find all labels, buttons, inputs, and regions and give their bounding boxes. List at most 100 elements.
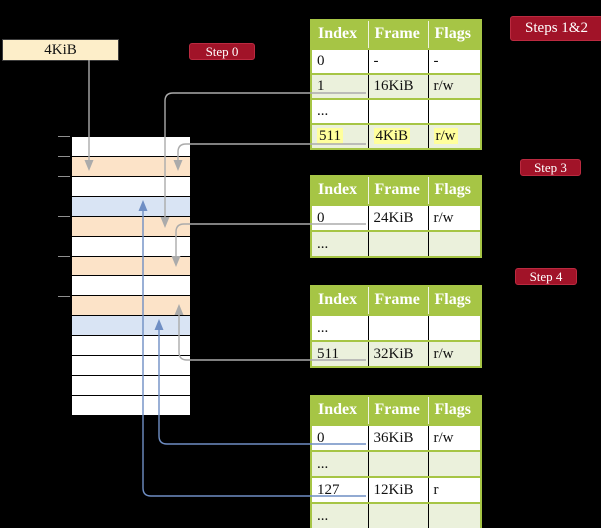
memory-tick xyxy=(58,156,70,157)
column-header-index: Index xyxy=(311,396,369,426)
table-cell: r/w xyxy=(427,123,482,150)
table-cell: ... xyxy=(310,450,369,478)
table-cell: - xyxy=(427,48,482,75)
memory-tick xyxy=(58,136,70,137)
table-row: ... xyxy=(310,230,482,258)
table-cell xyxy=(367,314,429,342)
table-cell: 511 xyxy=(310,123,369,150)
memory-frame-row-peach xyxy=(72,256,190,277)
memory-frame-row-white xyxy=(72,276,190,297)
badge-steps-1-2-label: Steps 1&2 xyxy=(525,20,588,36)
frame-size-label: 4KiB xyxy=(44,41,77,58)
table-cell xyxy=(427,230,482,258)
column-header-frame: Frame xyxy=(368,20,429,50)
badge-step-0: Step 0 xyxy=(189,43,255,60)
table-row: 511 4KiB r/w xyxy=(310,123,482,150)
physical-memory-strip xyxy=(71,136,191,416)
table-cell xyxy=(367,450,429,478)
table-cell: 32KiB xyxy=(367,340,429,368)
memory-frame-row-white xyxy=(72,236,190,257)
memory-tick xyxy=(58,296,70,297)
table-row: 0-- xyxy=(310,48,482,75)
column-header-frame: Frame xyxy=(368,396,429,426)
table-cell: r/w xyxy=(427,424,482,452)
table-cell xyxy=(367,502,429,528)
memory-frame-row-peach xyxy=(72,216,190,237)
badge-step-0-label: Step 0 xyxy=(205,44,239,59)
table-cell: ... xyxy=(310,314,369,342)
table-cell: 16KiB xyxy=(367,73,429,100)
memory-frame-row-peach xyxy=(72,296,190,317)
table-cell: - xyxy=(367,48,429,75)
highlighted-value: 511 xyxy=(317,128,343,144)
badge-steps-1-2: Steps 1&2 xyxy=(510,16,601,41)
table-cell: r/w xyxy=(427,204,482,232)
table-cell: ... xyxy=(310,502,369,528)
badge-step-4: Step 4 xyxy=(515,268,577,285)
memory-frame-row-white xyxy=(72,395,190,415)
column-header-frame: Frame xyxy=(368,176,429,206)
column-header-flags: Flags xyxy=(428,20,481,50)
table-cell xyxy=(427,98,482,125)
column-header-flags: Flags xyxy=(428,176,481,206)
table-cell: 24KiB xyxy=(367,204,429,232)
badge-step-3: Step 3 xyxy=(520,159,581,176)
table-cell: 36KiB xyxy=(367,424,429,452)
table-cell: 0 xyxy=(310,424,369,452)
table-cell: 12KiB xyxy=(367,476,429,504)
memory-frame-row-white xyxy=(72,137,190,157)
table-row: ... xyxy=(310,450,482,478)
highlighted-value: r/w xyxy=(433,128,458,144)
memory-frame-row-blue xyxy=(72,196,190,217)
column-header-flags: Flags xyxy=(428,286,481,316)
column-header-index: Index xyxy=(311,176,369,206)
memory-tick xyxy=(58,256,70,257)
table-cell: r/w xyxy=(427,340,482,368)
badge-step-4-label: Step 4 xyxy=(529,269,563,284)
memory-frame-row-white xyxy=(72,376,190,396)
table-cell: 0 xyxy=(310,48,369,75)
column-header-frame: Frame xyxy=(368,286,429,316)
memory-tick xyxy=(58,176,70,177)
table-cell: 127 xyxy=(310,476,369,504)
table-row: ... xyxy=(310,314,482,342)
table-cell: 511 xyxy=(310,340,369,368)
table-cell xyxy=(427,314,482,342)
table-cell: r xyxy=(427,476,482,504)
badge-step-3-label: Step 3 xyxy=(534,160,567,175)
table-cell xyxy=(367,230,429,258)
table-cell: r/w xyxy=(427,73,482,100)
memory-frame-row-white xyxy=(72,176,190,197)
table-cell xyxy=(427,450,482,478)
table-cell: ... xyxy=(310,230,369,258)
column-header-index: Index xyxy=(311,286,369,316)
table-cell: 1 xyxy=(310,73,369,100)
memory-frame-row-peach xyxy=(72,156,190,177)
memory-tick xyxy=(58,216,70,217)
highlighted-value: 4KiB xyxy=(373,128,411,144)
column-header-index: Index xyxy=(311,20,369,50)
table-cell: 4KiB xyxy=(367,123,429,150)
memory-frame-row-white xyxy=(72,356,190,377)
table-cell: 0 xyxy=(310,204,369,232)
frame-size-box: 4KiB xyxy=(2,39,119,61)
table-row: ... xyxy=(310,98,482,125)
table-cell xyxy=(367,98,429,125)
memory-frame-row-white xyxy=(72,336,190,357)
table-cell: ... xyxy=(310,98,369,125)
column-header-flags: Flags xyxy=(428,396,481,426)
table-row: ... xyxy=(310,502,482,528)
